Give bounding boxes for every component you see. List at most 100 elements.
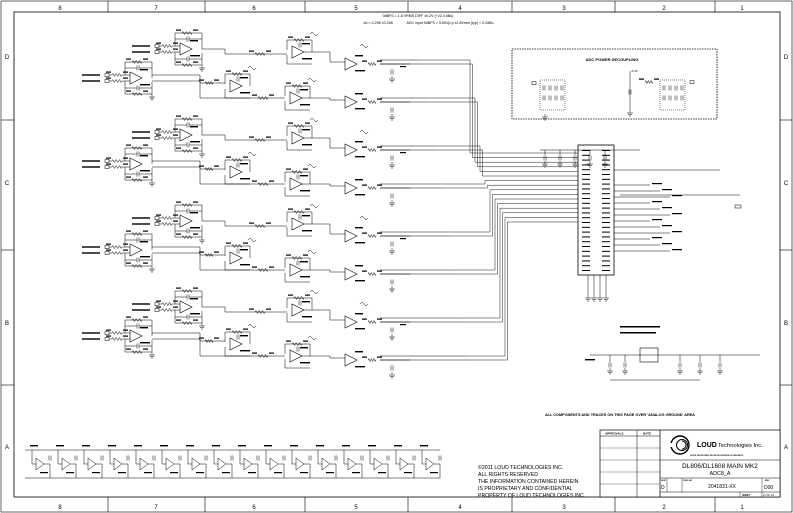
resistor-symbol bbox=[131, 145, 143, 151]
part-label bbox=[303, 168, 308, 170]
net-label bbox=[662, 207, 672, 209]
sine-wave-icon bbox=[359, 130, 369, 134]
wire bbox=[152, 338, 285, 357]
buffer-symbol bbox=[295, 457, 305, 471]
connector-pin bbox=[104, 337, 110, 341]
buffer-symbol bbox=[191, 457, 201, 471]
net-label bbox=[132, 223, 150, 225]
resistor-symbol bbox=[367, 185, 377, 191]
wire bbox=[83, 450, 88, 465]
part-label bbox=[199, 165, 204, 167]
part-label bbox=[269, 180, 274, 182]
part-label bbox=[176, 233, 181, 235]
part-label bbox=[355, 70, 365, 72]
part-label bbox=[288, 122, 293, 124]
part-label bbox=[106, 243, 111, 245]
op-amp-symbol bbox=[179, 128, 193, 142]
pin-label bbox=[582, 246, 590, 247]
net-label bbox=[82, 252, 100, 254]
part-label bbox=[355, 366, 365, 368]
part-label bbox=[144, 472, 152, 474]
svg-text:PROPERTY OF LOUD TECHNOLOGIES: PROPERTY OF LOUD TECHNOLOGIES INC. bbox=[478, 493, 585, 499]
part-label bbox=[362, 146, 367, 148]
op-amp-symbol bbox=[344, 143, 358, 157]
pin-label bbox=[582, 188, 590, 190]
net-label bbox=[132, 137, 150, 139]
part-label bbox=[355, 194, 365, 196]
wire bbox=[330, 463, 337, 478]
svg-text:APPROVALS: APPROVALS bbox=[605, 432, 623, 436]
part-label bbox=[266, 136, 271, 138]
sine-wave-icon bbox=[307, 164, 317, 168]
part-label bbox=[420, 445, 428, 447]
pin-label bbox=[582, 231, 590, 233]
part-label bbox=[400, 152, 406, 154]
connector-pin bbox=[104, 331, 110, 335]
wire bbox=[286, 141, 312, 151]
pin-label bbox=[602, 193, 610, 195]
wire bbox=[448, 189, 578, 233]
svg-text:D00: D00 bbox=[764, 485, 773, 491]
net-label bbox=[652, 201, 662, 203]
row-label: C bbox=[5, 181, 10, 187]
op-amp-symbol bbox=[291, 45, 305, 59]
part-label bbox=[156, 306, 161, 308]
column-label: 1 bbox=[740, 6, 744, 12]
part-label bbox=[355, 55, 363, 57]
part-label bbox=[300, 362, 310, 364]
part-label bbox=[190, 313, 200, 315]
adc-ic bbox=[577, 144, 615, 276]
part-label bbox=[377, 318, 382, 320]
part-label bbox=[140, 342, 150, 344]
svg-text:REV: REV bbox=[765, 480, 770, 482]
wire bbox=[284, 187, 310, 197]
part-label bbox=[173, 48, 178, 50]
wire bbox=[174, 463, 181, 478]
document-number: 2041831-XX bbox=[708, 484, 736, 490]
row-label: D bbox=[5, 55, 10, 61]
wire bbox=[152, 160, 225, 170]
part-label bbox=[377, 356, 382, 358]
buffer-symbol bbox=[217, 457, 227, 471]
ground-icon bbox=[389, 114, 395, 121]
net-label bbox=[132, 45, 150, 47]
part-label bbox=[378, 472, 386, 474]
connector-pin bbox=[104, 159, 110, 163]
ground-icon bbox=[607, 368, 613, 375]
ground-icon bbox=[389, 76, 395, 83]
resistor-symbol bbox=[161, 135, 173, 141]
part-label bbox=[264, 445, 272, 447]
part-label bbox=[288, 208, 293, 210]
net-label bbox=[82, 246, 100, 248]
resistor-symbol bbox=[161, 49, 173, 55]
wire bbox=[408, 463, 415, 478]
wire bbox=[286, 125, 313, 138]
op-amp-symbol bbox=[129, 243, 143, 257]
part-label bbox=[377, 146, 382, 148]
resistor-symbol bbox=[181, 148, 193, 154]
part-label bbox=[190, 55, 200, 57]
resistor-symbol bbox=[111, 336, 123, 342]
wire bbox=[124, 167, 153, 181]
wire bbox=[226, 463, 233, 478]
resistor-symbol bbox=[291, 83, 303, 89]
pin-label bbox=[602, 178, 610, 180]
part-label bbox=[190, 298, 198, 300]
svg-text:SHEET: SHEET bbox=[742, 494, 751, 497]
part-label bbox=[176, 287, 181, 289]
row-label: A bbox=[5, 445, 9, 451]
wire bbox=[265, 450, 270, 465]
sine-wave-icon bbox=[247, 324, 257, 328]
wire bbox=[291, 450, 296, 465]
part-label bbox=[400, 66, 406, 68]
resistor-symbol bbox=[181, 320, 193, 326]
op-amp-symbol bbox=[344, 315, 358, 329]
schematic-circuits bbox=[25, 29, 760, 479]
part-label bbox=[286, 340, 291, 342]
op-amp-symbol bbox=[291, 217, 305, 231]
wire bbox=[302, 183, 345, 187]
net-label bbox=[652, 183, 662, 185]
pin-label bbox=[602, 250, 610, 252]
svg-text:DATE: DATE bbox=[643, 432, 651, 436]
wire bbox=[286, 211, 313, 224]
